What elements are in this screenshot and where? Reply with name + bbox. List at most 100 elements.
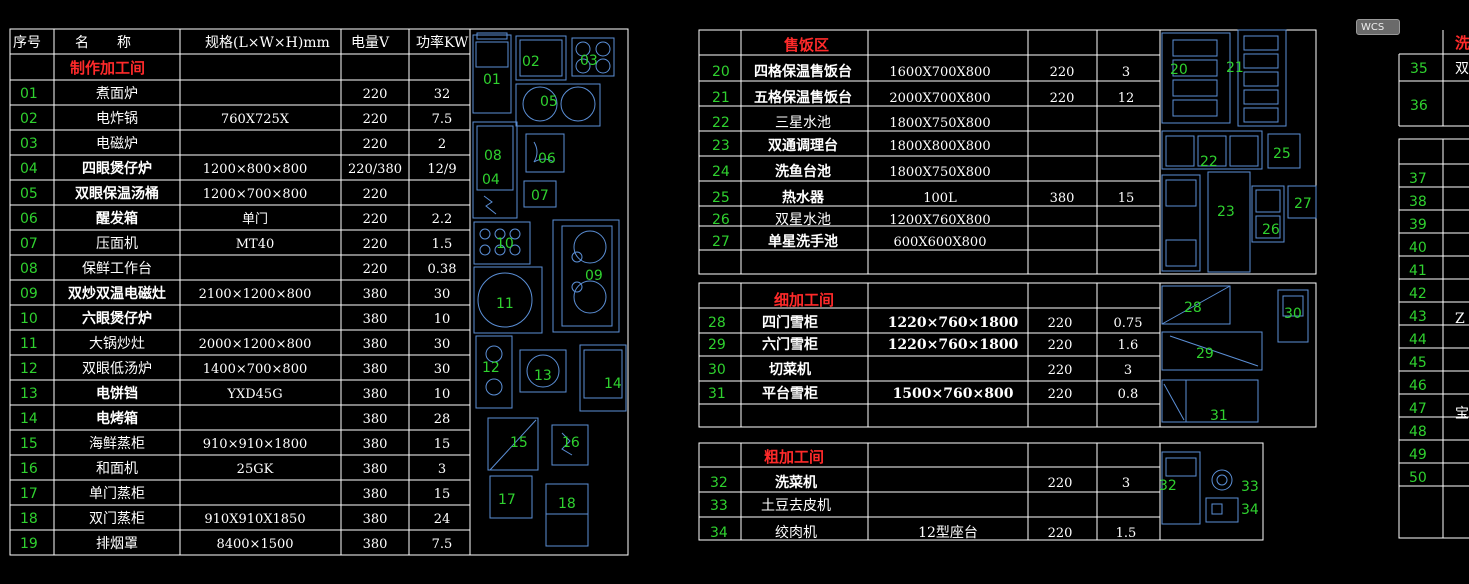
equipment-tag: 34 <box>1241 502 1259 518</box>
row-voltage: 380 <box>363 512 388 527</box>
row-power: 1.5 <box>1116 526 1137 541</box>
equipment-tag: 15 <box>510 435 528 451</box>
row-number: 36 <box>1410 98 1428 114</box>
row-name: 热水器 <box>782 189 825 206</box>
row-voltage: 380 <box>363 312 388 327</box>
header-voltage: 电量V <box>351 35 390 51</box>
row-number: 31 <box>708 386 726 402</box>
wcs-viewcube-badge[interactable]: WCS <box>1356 19 1400 35</box>
row-power: 10 <box>434 387 451 402</box>
row-number: 19 <box>20 536 38 552</box>
equipment-tag: 25 <box>1273 146 1291 162</box>
equipment-tag: 20 <box>1170 62 1188 78</box>
row-voltage: 380 <box>1050 191 1075 206</box>
row-power: 1.5 <box>432 237 453 252</box>
row-number: 34 <box>710 525 728 541</box>
row-voltage: 220 <box>363 112 388 127</box>
row-name: 四门雪柜 <box>762 314 818 331</box>
row-power: 15 <box>434 437 451 452</box>
row-name: 保鲜工作台 <box>82 261 152 277</box>
row-number: 11 <box>20 336 38 352</box>
row-power: 0.8 <box>1118 387 1139 402</box>
row-spec: 2100×1200×800 <box>199 287 312 302</box>
row-power: 28 <box>434 412 451 427</box>
row-voltage: 220 <box>1048 476 1073 491</box>
row-power: 2 <box>438 137 446 152</box>
row-voltage: 380 <box>363 337 388 352</box>
equipment-tag: 08 <box>484 148 502 164</box>
row-name: 海鲜蒸柜 <box>89 436 145 452</box>
row-voltage: 380 <box>363 462 388 477</box>
row-spec: 100L <box>923 191 957 206</box>
right-fragment-z: Z <box>1455 311 1465 327</box>
row-number: 23 <box>712 138 730 154</box>
row-power: 1.6 <box>1118 338 1139 353</box>
row-voltage: 220 <box>363 237 388 252</box>
row-spec: 1500×760×800 <box>893 386 1014 402</box>
equipment-tag: 12 <box>482 360 500 376</box>
row-number: 05 <box>20 186 38 202</box>
row-voltage: 380 <box>363 537 388 552</box>
row-number: 10 <box>20 311 38 327</box>
row-name: 单门蒸柜 <box>89 486 145 502</box>
row-spec: 1600X700X800 <box>889 65 990 80</box>
row-voltage: 380 <box>363 387 388 402</box>
section-title-sale: 售饭区 <box>784 36 829 54</box>
header-power: 功率KW <box>416 34 469 51</box>
row-name: 六眼煲仔炉 <box>82 310 152 327</box>
equipment-tag: 26 <box>1262 222 1280 238</box>
row-voltage: 220 <box>363 87 388 102</box>
row-power: 7.5 <box>432 537 453 552</box>
row-power: 24 <box>434 512 451 527</box>
row-number: 44 <box>1409 332 1427 348</box>
row-spec: YXD45G <box>226 387 282 402</box>
row-voltage: 220 <box>363 137 388 152</box>
row-name: 排烟罩 <box>96 536 138 552</box>
equipment-tag: 09 <box>585 268 603 284</box>
row-number: 47 <box>1409 401 1427 417</box>
row-power: 3 <box>1124 363 1132 378</box>
equipment-tag: 06 <box>538 151 556 167</box>
row-spec: 1220×760×1800 <box>888 315 1019 331</box>
row-number: 04 <box>20 161 38 177</box>
row-name: 电磁炉 <box>96 136 138 152</box>
equipment-tag: 32 <box>1159 478 1177 494</box>
row-name: 双眼保温汤桶 <box>75 185 159 202</box>
row-name: 四眼煲仔炉 <box>82 160 152 177</box>
row-number: 01 <box>20 86 38 102</box>
right-fragment-wash: 洗 <box>1455 34 1469 52</box>
row-power: 3 <box>438 462 446 477</box>
header-spec: 规格(L×W×H)mm <box>205 35 330 51</box>
row-spec: 25GK <box>237 462 274 477</box>
row-spec: 1220×760×1800 <box>888 337 1019 353</box>
row-number: 50 <box>1409 470 1427 486</box>
row-voltage: 220/380 <box>348 162 402 177</box>
row-power: 30 <box>434 287 451 302</box>
row-spec: 1200×700×800 <box>203 187 308 202</box>
row-number: 42 <box>1409 286 1427 302</box>
row-name: 洗菜机 <box>775 474 817 491</box>
right-fragment-double: 双 <box>1455 61 1469 77</box>
row-number: 39 <box>1409 217 1427 233</box>
section-title-rough: 粗加工间 <box>764 448 824 466</box>
row-name: 双门蒸柜 <box>89 511 145 527</box>
row-name: 醒发箱 <box>96 210 138 227</box>
equipment-tag: 30 <box>1284 306 1302 322</box>
row-number: 46 <box>1409 378 1427 394</box>
row-power: 3 <box>1122 65 1130 80</box>
row-number: 45 <box>1409 355 1427 371</box>
row-name: 平台雪柜 <box>762 385 818 402</box>
row-number: 06 <box>20 211 38 227</box>
row-power: 0.38 <box>428 262 457 277</box>
equipment-tag: 14 <box>604 376 622 392</box>
row-spec: 1800X750X800 <box>889 165 990 180</box>
row-name: 煮面炉 <box>96 86 138 102</box>
row-voltage: 380 <box>363 287 388 302</box>
row-number: 22 <box>712 115 730 131</box>
